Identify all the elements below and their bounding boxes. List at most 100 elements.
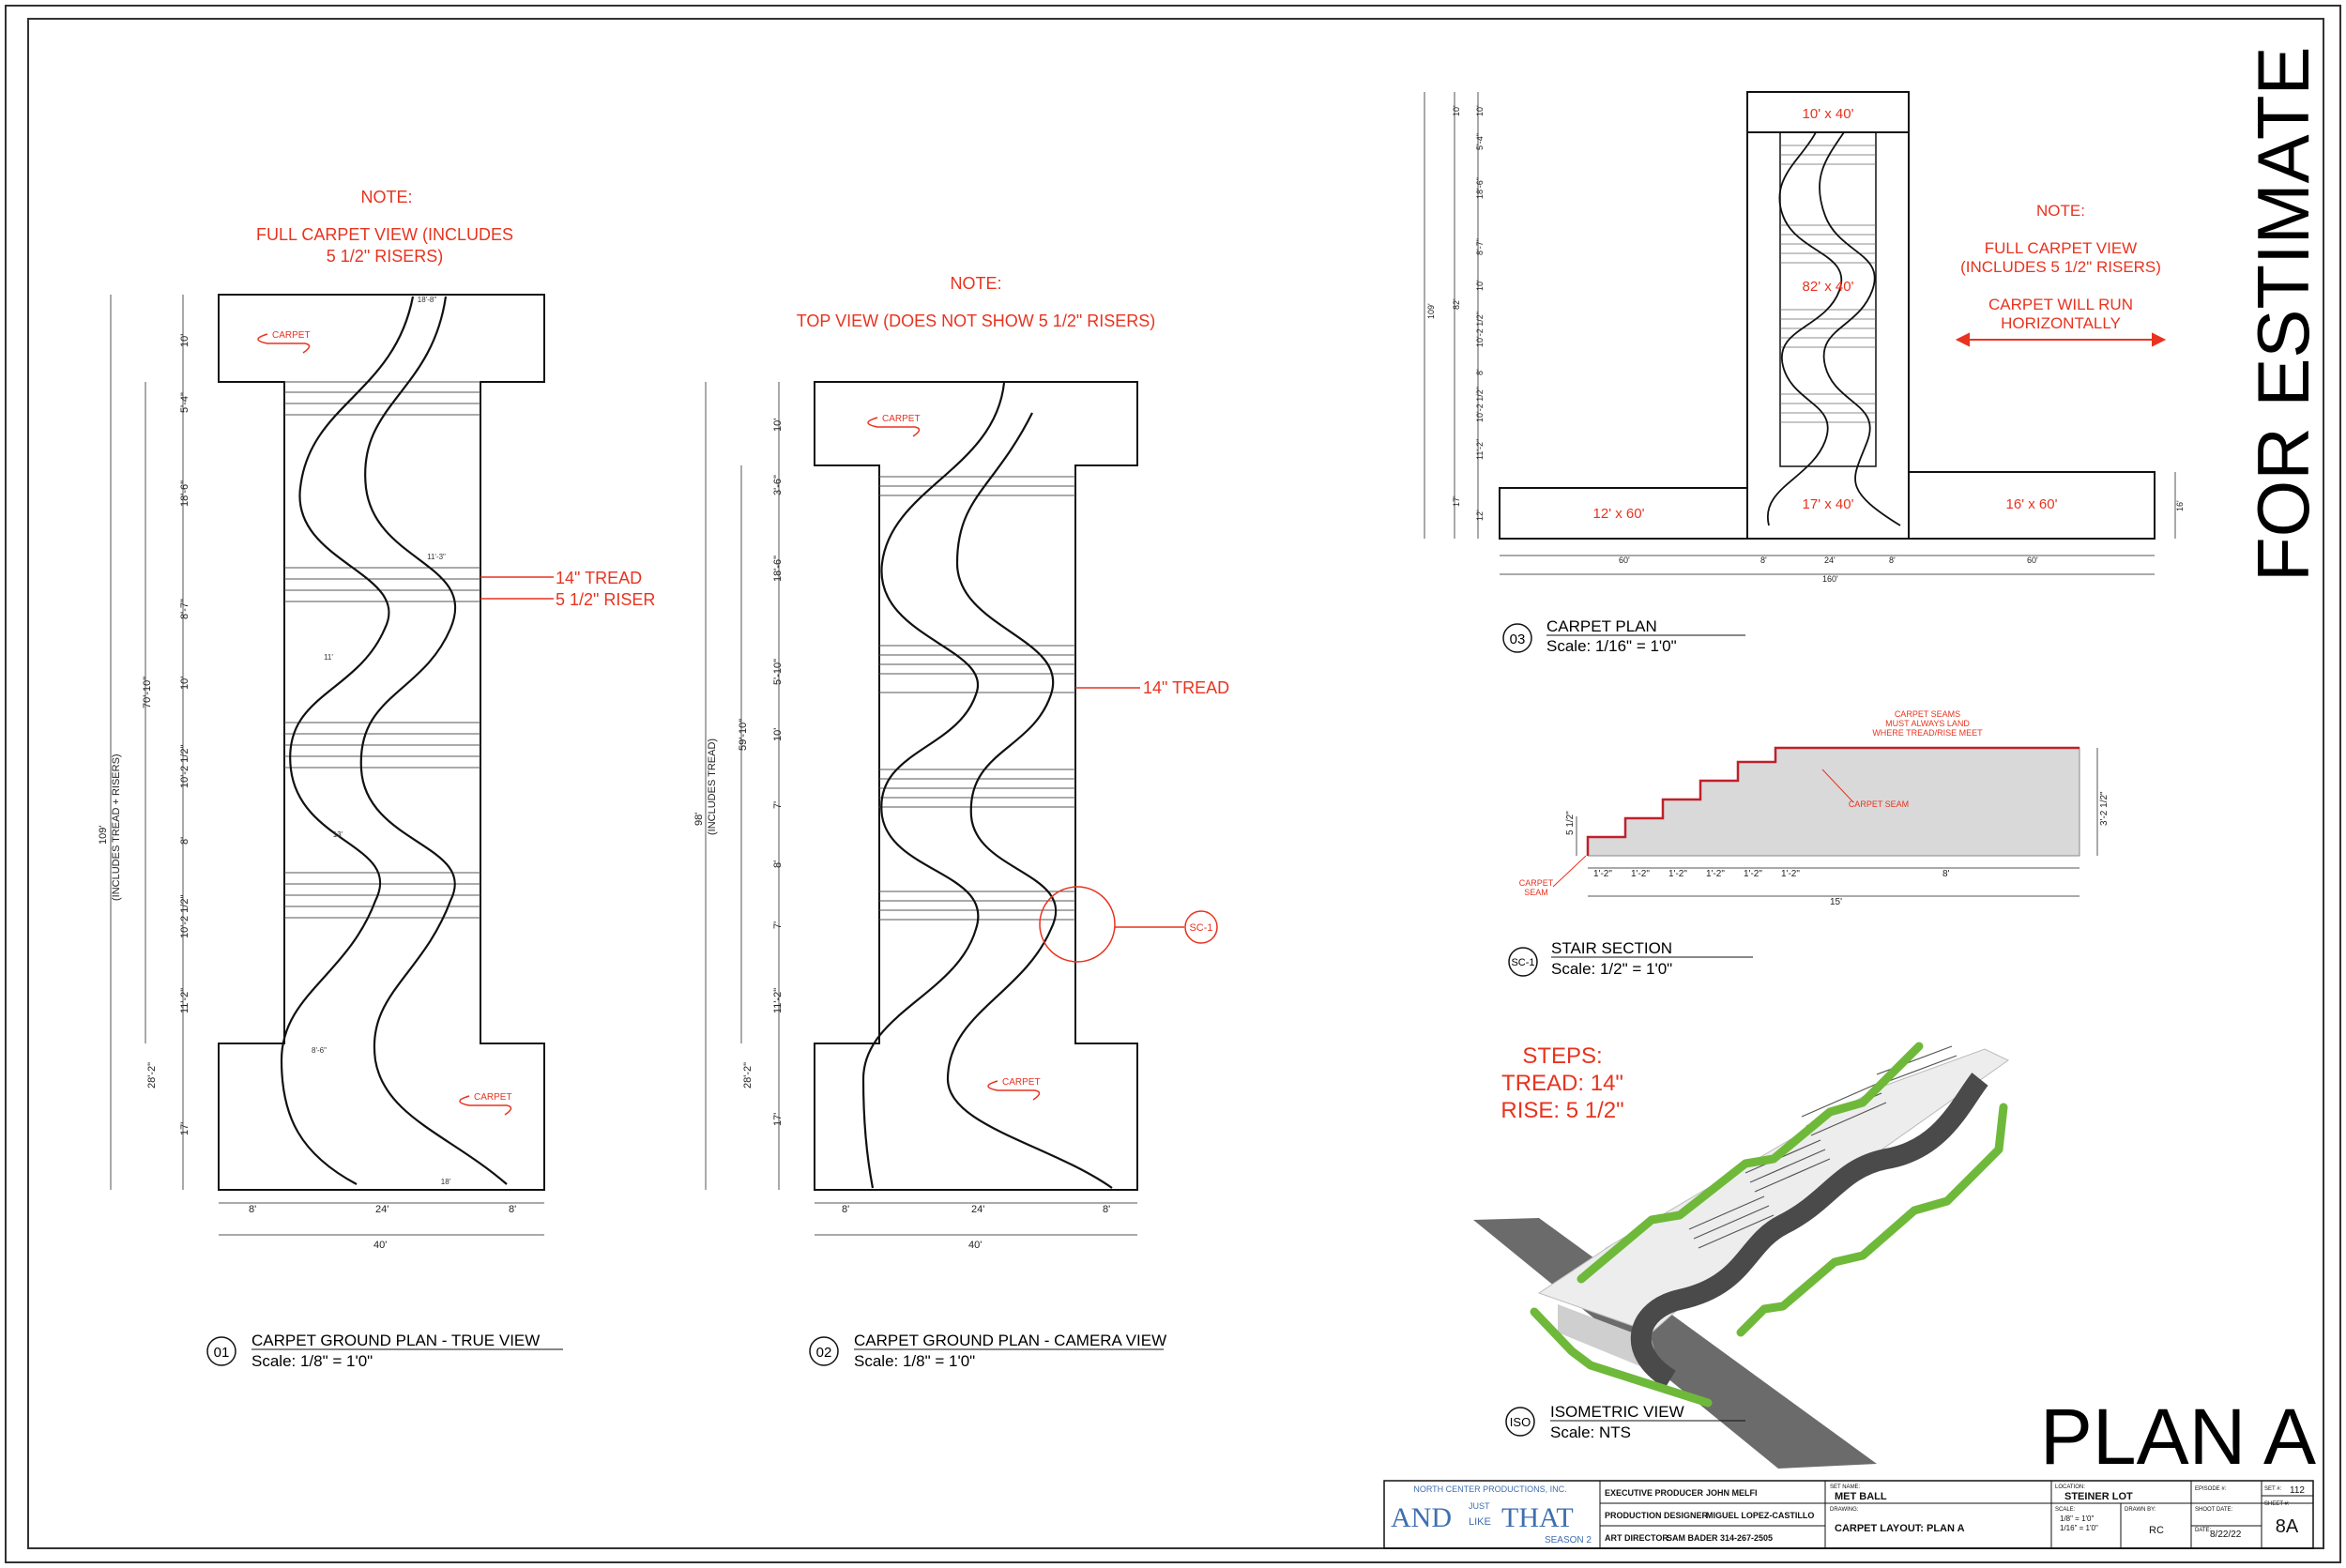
svg-text:STEPS:: STEPS: [1522,1043,1602,1069]
svg-text:11'-3": 11'-3" [427,553,446,561]
v1-note-line2: 5 1/2" RISERS) [327,247,443,266]
svg-text:10': 10' [179,677,190,690]
svg-text:THAT: THAT [1501,1502,1574,1533]
svg-text:98': 98' [693,813,705,826]
svg-text:17': 17' [179,1122,190,1135]
svg-text:10': 10' [1475,280,1485,291]
svg-text:CARPET WILL RUN: CARPET WILL RUN [1988,296,2133,313]
svg-text:MET BALL: MET BALL [1835,1491,1887,1502]
v3-scale: Scale: 1/16" = 1'0" [1546,637,1677,655]
v1-scale: Scale: 1/8" = 1'0" [251,1352,373,1370]
svg-text:MIGUEL LOPEZ-CASTILLO: MIGUEL LOPEZ-CASTILLO [1706,1511,1814,1520]
svg-text:SEASON 2: SEASON 2 [1545,1535,1592,1545]
v2-note-title: NOTE: [950,274,1001,293]
v2-tread-callout: 14" TREAD [1143,678,1229,697]
svg-text:18'-6": 18'-6" [772,556,784,582]
svg-text:1/16" = 1'0": 1/16" = 1'0" [2060,1524,2098,1532]
svg-text:10'-2 1/2": 10'-2 1/2" [1475,387,1485,422]
svg-text:(INCLUDES TREAD): (INCLUDES TREAD) [707,738,718,835]
svg-text:8'-7": 8'-7" [1475,238,1485,255]
v1-tread-callout: 14" TREAD [556,569,642,587]
v1-note-title: NOTE: [360,188,412,206]
svg-text:10'-2 1/2": 10'-2 1/2" [1475,312,1485,347]
svg-text:CARPET: CARPET [272,330,311,341]
svg-text:28'-2": 28'-2" [146,1062,158,1088]
svg-text:DRAWING:: DRAWING: [1830,1507,1859,1513]
svg-text:CARPET: CARPET [1002,1077,1041,1088]
svg-text:CARPET SEAMS: CARPET SEAMS [1895,709,1960,719]
svg-text:11': 11' [324,653,333,662]
svg-text:11'-2": 11'-2" [179,988,190,1013]
svg-text:12': 12' [1475,510,1485,521]
svg-text:DRAWN BY:: DRAWN BY: [2125,1507,2156,1513]
svg-text:SHEET #:: SHEET #: [2264,1501,2290,1507]
svg-text:18'-6": 18'-6" [179,480,190,507]
isometric-view: STEPS: TREAD: 14" RISE: 5 1/2" ISO ISOME… [1473,1042,2009,1469]
svg-text:8': 8' [1889,556,1896,565]
svg-text:8': 8' [249,1204,256,1215]
svg-text:(INCLUDES 5 1/2" RISERS): (INCLUDES 5 1/2" RISERS) [1960,258,2161,276]
svg-text:CARPET: CARPET [882,414,921,424]
view-02-camera-view: NOTE: TOP VIEW (DOES NOT SHOW 5 1/2" RIS… [693,274,1229,1370]
sc-title: STAIR SECTION [1551,939,1672,957]
v1-title: CARPET GROUND PLAN - TRUE VIEW [251,1332,540,1349]
svg-text:17': 17' [772,1113,784,1126]
svg-text:10'-2 1/2": 10'-2 1/2" [179,895,190,938]
svg-text:SET NAME:: SET NAME: [1830,1484,1861,1490]
svg-text:24': 24' [971,1204,984,1215]
view-03-carpet-plan: 10' x 40' 82' x 40' 17' x 40' 12' x 60' … [1424,91,2185,655]
svg-text:SCALE:: SCALE: [2055,1507,2076,1513]
svg-text:1'-2": 1'-2" [1668,869,1687,879]
v2-num: 02 [816,1345,832,1361]
svg-text:8': 8' [509,1204,516,1215]
svg-text:11'-2": 11'-2" [1475,439,1485,460]
plan-label: PLAN A [2040,1393,2316,1481]
svg-text:CARPET SEAM: CARPET SEAM [1849,799,1909,809]
v2-sc-tag: SC-1 [1189,922,1212,934]
svg-text:8/22/22: 8/22/22 [2210,1530,2242,1540]
svg-text:ART DIRECTOR: ART DIRECTOR [1605,1533,1668,1543]
svg-text:DATE:: DATE: [2195,1528,2212,1533]
svg-text:8'-6": 8'-6" [312,1046,327,1055]
svg-text:40': 40' [373,1240,387,1251]
svg-text:LOCATION:: LOCATION: [2055,1484,2085,1490]
sheet-number: 8A [2276,1516,2299,1537]
v1-note-line1: FULL CARPET VIEW (INCLUDES [256,225,513,244]
svg-text:13': 13' [333,830,343,839]
svg-text:JUST: JUST [1469,1501,1490,1511]
svg-text:8': 8' [179,837,190,845]
svg-text:109': 109' [1426,303,1436,319]
v2-scale: Scale: 1/8" = 1'0" [854,1352,975,1370]
svg-text:FULL CARPET VIEW: FULL CARPET VIEW [1985,239,2137,257]
svg-text:8': 8' [1103,1204,1110,1215]
svg-text:40': 40' [968,1240,982,1251]
svg-text:11'-2": 11'-2" [772,988,784,1013]
svg-text:5 1/2": 5 1/2" [1565,811,1576,835]
svg-text:HORIZONTALLY: HORIZONTALLY [2001,314,2121,332]
svg-text:28'-2": 28'-2" [742,1062,754,1088]
svg-text:WHERE TREAD/RISE MEET: WHERE TREAD/RISE MEET [1872,728,1983,738]
svg-text:112: 112 [2290,1485,2305,1496]
svg-text:CARPET: CARPET [1519,878,1554,888]
sc-num: SC-1 [1511,957,1534,968]
svg-text:82': 82' [1452,298,1461,310]
svg-text:7': 7' [772,801,784,809]
sc-scale: Scale: 1/2" = 1'0" [1551,960,1672,978]
svg-text:SAM BADER 314-267-2505: SAM BADER 314-267-2505 [1667,1533,1773,1543]
logo: AND [1391,1502,1452,1533]
svg-text:8': 8' [1942,869,1950,879]
v1-num: 01 [214,1345,230,1361]
iso-title: ISOMETRIC VIEW [1550,1403,1684,1421]
svg-text:EXECUTIVE PRODUCER: EXECUTIVE PRODUCER [1605,1488,1704,1498]
svg-text:SHOOT DATE:: SHOOT DATE: [2195,1507,2232,1513]
svg-text:1'-2": 1'-2" [1706,869,1725,879]
v2-title: CARPET GROUND PLAN - CAMERA VIEW [854,1332,1166,1349]
svg-text:SET #:: SET #: [2264,1486,2282,1492]
svg-text:MUST ALWAYS LAND: MUST ALWAYS LAND [1885,719,1970,728]
svg-text:CARPET LAYOUT: PLAN A: CARPET LAYOUT: PLAN A [1835,1523,1965,1534]
svg-text:10' x 40': 10' x 40' [1803,106,1854,122]
svg-text:60': 60' [2027,556,2038,565]
svg-text:18'-8": 18'-8" [418,296,437,304]
svg-text:18'-6": 18'-6" [1475,177,1485,199]
svg-text:1'-2": 1'-2" [1781,869,1800,879]
